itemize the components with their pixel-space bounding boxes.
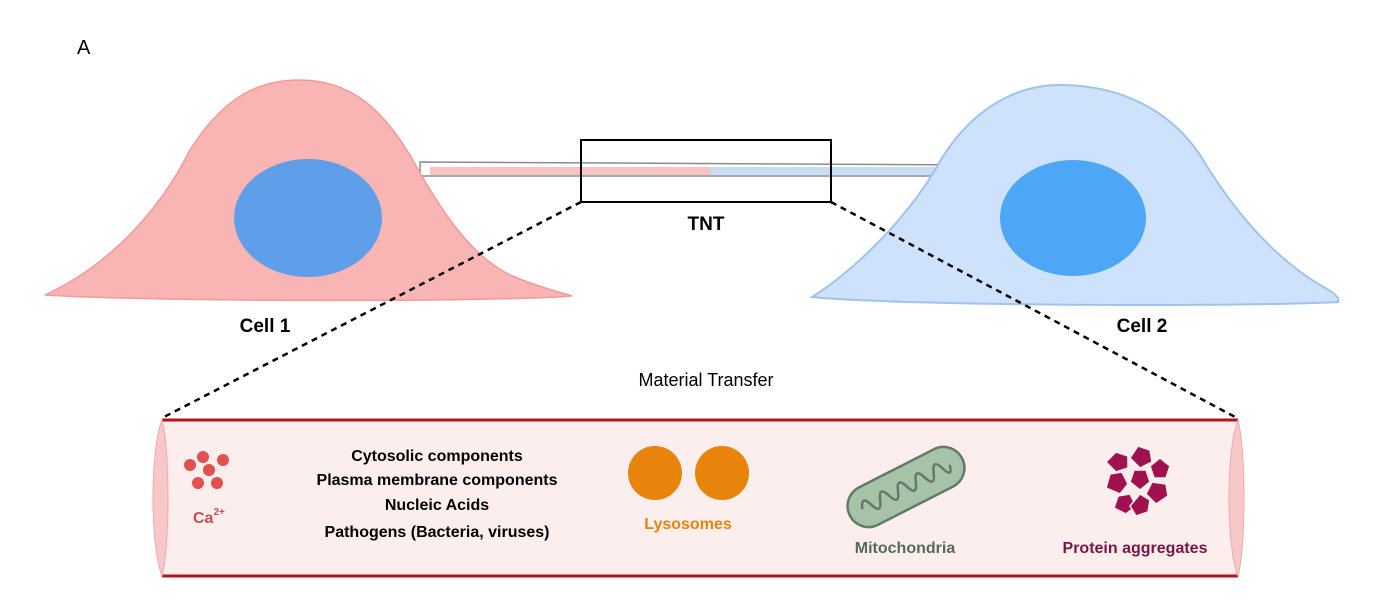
cargo-item: Nucleic Acids <box>385 497 489 514</box>
cell-1-nucleus <box>234 159 382 277</box>
calcium-superscript: 2+ <box>213 507 225 518</box>
cell-1-label: Cell 1 <box>240 316 291 337</box>
zoom-line-left <box>161 200 582 420</box>
mitochondria-icon <box>846 445 966 529</box>
tnt-zoomed-tube <box>152 418 1245 578</box>
cargo-item: Pathogens (Bacteria, viruses) <box>325 524 550 541</box>
tunneling-nanotube <box>419 161 976 177</box>
material-transfer-label: Material Transfer <box>638 370 773 390</box>
tnt-label: TNT <box>688 214 725 235</box>
tnt-zoom-box <box>580 139 832 203</box>
cell-2-label: Cell 2 <box>1117 316 1168 337</box>
calcium-ions-icon <box>184 451 229 489</box>
cargo-list: Cytosolic components Plasma membrane com… <box>317 448 558 541</box>
cell-2-nucleus <box>1000 160 1146 276</box>
lysosomes-label: Lysosomes <box>644 516 732 533</box>
cargo-item: Plasma membrane components <box>317 472 558 489</box>
calcium-base: Ca <box>193 510 214 527</box>
protein-aggregates-label: Protein aggregates <box>1063 540 1208 557</box>
mitochondria-label: Mitochondria <box>855 540 956 557</box>
calcium-label: Ca2+ <box>193 507 225 527</box>
protein-aggregates-icon <box>1104 445 1171 517</box>
cell-1 <box>44 79 573 302</box>
lysosomes-icon <box>628 446 749 500</box>
cell-2 <box>809 83 1340 306</box>
cargo-item: Cytosolic components <box>351 448 523 465</box>
panel-letter: A <box>77 37 91 59</box>
